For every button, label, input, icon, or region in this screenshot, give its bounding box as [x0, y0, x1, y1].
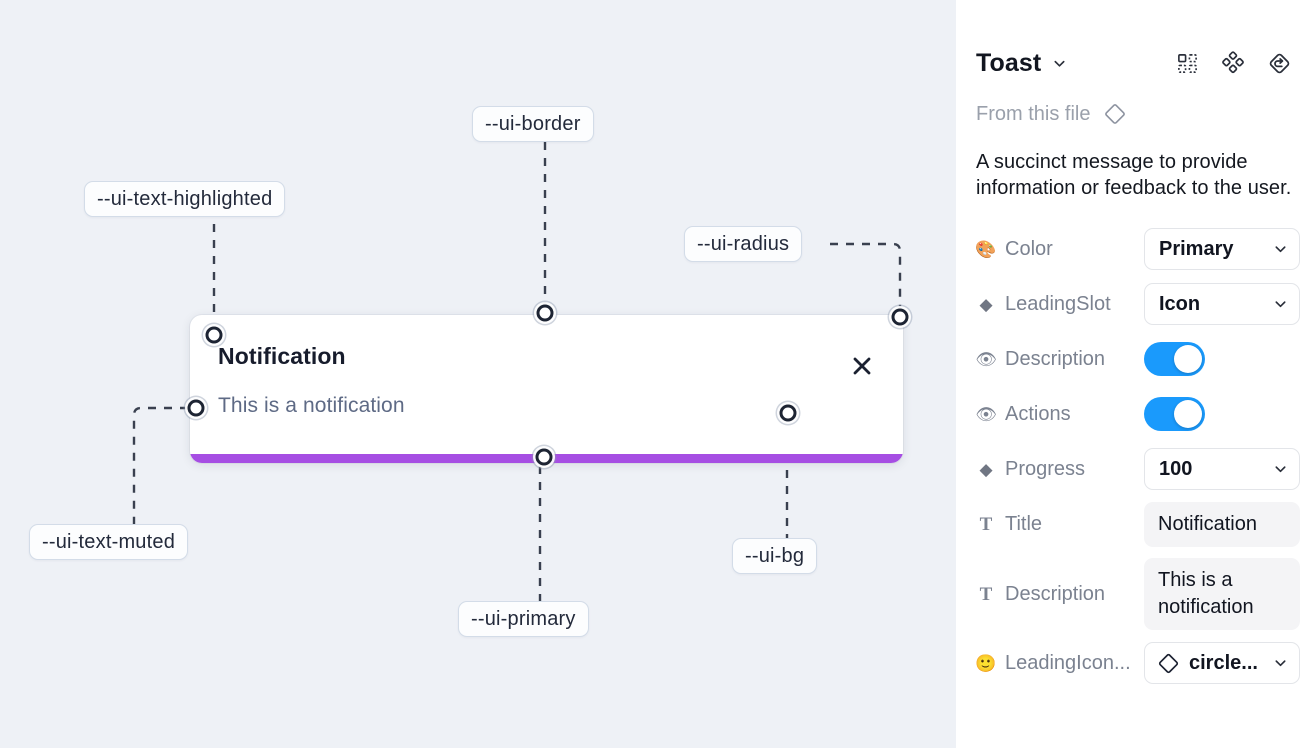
close-icon[interactable] — [847, 351, 877, 381]
toast-component-preview[interactable]: Notification This is a notification — [190, 315, 903, 463]
diamond-icon — [1102, 101, 1128, 127]
component-grid-icon[interactable] — [1176, 52, 1199, 75]
property-label-leadingicon: 🙂 LeadingIcon... — [976, 651, 1131, 674]
chevron-down-icon — [1273, 297, 1288, 312]
chevron-down-icon — [1273, 656, 1288, 671]
description-input[interactable]: This is a notification — [1144, 558, 1300, 630]
toast-description: This is a notification — [218, 394, 405, 417]
toggle-knob — [1174, 400, 1202, 428]
chevron-down-icon[interactable] — [1052, 56, 1067, 71]
property-row-leadingicon: 🙂 LeadingIcon... circle... — [976, 641, 1300, 685]
property-row-leadingslot: ◆ LeadingSlot Icon — [976, 282, 1300, 326]
diamond-icon — [1156, 651, 1181, 676]
diamond-emoji-icon: ◆ — [979, 459, 993, 479]
annotation-pill-ui-bg[interactable]: --ui-bg — [732, 538, 818, 574]
property-row-description-text: T Description This is a notification — [976, 558, 1300, 630]
design-canvas[interactable]: Notification This is a notification --ui… — [0, 0, 956, 748]
property-row-actions-toggle: 👁 Actions — [976, 392, 1292, 436]
description-toggle[interactable] — [1144, 342, 1205, 376]
properties-sidebar: Toast — [956, 0, 1312, 748]
eye-emoji-icon: 👁 — [976, 404, 997, 424]
variants-diamond-icon[interactable] — [1221, 51, 1245, 75]
toggle-knob — [1174, 345, 1202, 373]
toast-title: Notification — [218, 343, 346, 369]
property-row-progress: ◆ Progress 100 — [976, 447, 1300, 491]
chevron-down-icon — [1273, 462, 1288, 477]
sidebar-header-actions — [1176, 51, 1292, 76]
source-row[interactable]: From this file — [976, 101, 1292, 127]
property-label-leadingslot: ◆ LeadingSlot — [976, 293, 1144, 316]
smiley-emoji-icon: 🙂 — [976, 653, 997, 673]
property-label-description-text: T Description — [976, 583, 1144, 606]
property-row-title: T Title Notification — [976, 502, 1300, 547]
component-description: A succinct message to provide informatio… — [976, 151, 1292, 199]
color-select[interactable]: Primary — [1144, 228, 1300, 270]
text-type-icon: T — [979, 514, 993, 535]
anchor-dot-ui-radius[interactable] — [891, 308, 909, 326]
source-label: From this file — [976, 102, 1091, 125]
palette-emoji-icon: 🎨 — [976, 239, 997, 259]
leadingslot-select[interactable]: Icon — [1144, 283, 1300, 325]
anchor-dot-ui-border[interactable] — [536, 304, 554, 322]
property-row-color: 🎨 Color Primary — [976, 227, 1300, 271]
property-label-color: 🎨 Color — [976, 237, 1053, 260]
anchor-dot-ui-text-muted[interactable] — [187, 399, 205, 417]
property-label-title: T Title — [976, 513, 1144, 536]
reset-instance-icon[interactable] — [1267, 51, 1292, 76]
sidebar-header: Toast — [976, 32, 1292, 94]
component-title: Toast — [976, 48, 1042, 77]
title-input[interactable]: Notification — [1144, 502, 1300, 547]
text-type-icon: T — [979, 583, 993, 605]
annotation-pill-ui-radius[interactable]: --ui-radius — [684, 226, 803, 262]
annotation-pill-ui-primary[interactable]: --ui-primary — [458, 601, 589, 637]
progress-select[interactable]: 100 — [1144, 448, 1300, 490]
property-label-description: 👁 Description — [976, 347, 1106, 370]
eye-emoji-icon: 👁 — [976, 349, 997, 369]
anchor-dot-ui-primary[interactable] — [535, 448, 553, 466]
anchor-dot-ui-text-highlighted[interactable] — [205, 326, 223, 344]
chevron-down-icon — [1273, 242, 1288, 257]
annotation-pill-ui-text-muted[interactable]: --ui-text-muted — [29, 524, 189, 560]
property-label-actions: 👁 Actions — [976, 402, 1071, 425]
property-list: 🎨 Color Primary ◆ LeadingSlot — [976, 227, 1300, 685]
property-label-progress: ◆ Progress — [976, 458, 1144, 481]
anchor-dot-ui-bg[interactable] — [779, 404, 797, 422]
diamond-emoji-icon: ◆ — [979, 294, 993, 314]
annotation-pill-ui-text-highlighted[interactable]: --ui-text-highlighted — [84, 181, 286, 217]
leadingicon-select[interactable]: circle... — [1144, 642, 1300, 684]
annotation-pill-ui-border[interactable]: --ui-border — [472, 106, 594, 142]
property-row-description-toggle: 👁 Description — [976, 337, 1292, 381]
actions-toggle[interactable] — [1144, 397, 1205, 431]
